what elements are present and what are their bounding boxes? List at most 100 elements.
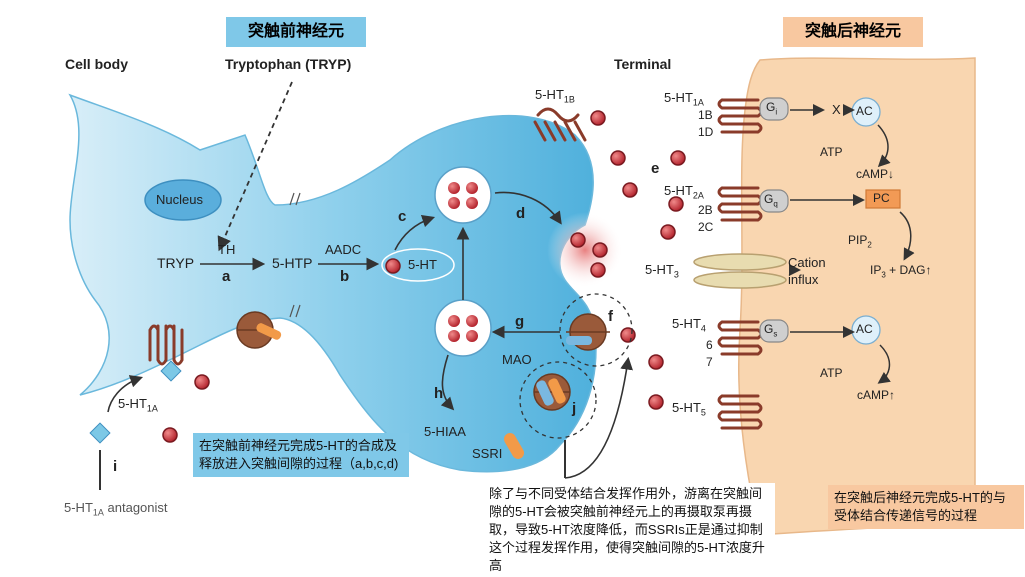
serotonin-molecule [466, 182, 478, 194]
transporter-terminal [566, 313, 610, 351]
receptor-7-label: 7 [706, 355, 713, 369]
receptor-5ht4-label: 5-HT4 [672, 316, 706, 334]
step-c: c [398, 208, 407, 225]
step-i: i [113, 458, 118, 475]
autoreceptor-1a [148, 324, 184, 366]
x-label: X [832, 102, 841, 117]
transporter-cellbody [236, 311, 282, 349]
agonist-diamond [160, 360, 182, 382]
receptor-1b-label: 1B [698, 108, 713, 122]
serotonin-molecule [466, 197, 478, 209]
nucleus-label: Nucleus [156, 192, 203, 207]
step-b: b [340, 268, 350, 285]
presynaptic-neuron [68, 93, 597, 473]
camp-down-label: cAMP↓ [856, 167, 895, 181]
serotonin-molecule [466, 330, 478, 342]
serotonin-molecule [590, 262, 606, 278]
serotonin-molecule [648, 354, 664, 370]
serotonin-molecule [668, 196, 684, 212]
tryp-label: TRYP [157, 255, 195, 271]
tryp-transport [217, 81, 293, 252]
receptor-2c-label: 2C [698, 220, 714, 234]
serotonin-molecule [620, 327, 636, 343]
pc-box [865, 189, 901, 209]
postsynaptic-note: 在突触后神经元完成5-HT的与受体结合传递信号的过程 [828, 485, 1024, 529]
nucleus [144, 179, 222, 221]
autoreceptor-1b-label: 5-HT1B [535, 87, 575, 105]
serotonin-molecule [610, 150, 626, 166]
receptor-5ht3-label: 5-HT3 [645, 262, 679, 280]
step-a: a [222, 268, 231, 285]
ac-label-1: AC [856, 104, 873, 118]
receptor-2b-label: 2B [698, 203, 713, 217]
serotonin-molecule [448, 197, 460, 209]
step-f: f [608, 308, 613, 325]
ion-channel-5ht3 [693, 253, 787, 271]
cell-body-header: Cell body [65, 56, 129, 72]
reuptake-note: 除了与不同受体结合发挥作用外，游离在突触间隙的5-HT会被突触前神经元上的再摄取… [485, 483, 775, 577]
ion-channel-5ht3-b [693, 271, 787, 289]
mao-label: MAO [502, 352, 532, 367]
ssri-pill [504, 433, 524, 459]
postsynaptic-title: 突触后神经元 [783, 17, 923, 47]
terminal-header: Terminal [614, 56, 672, 72]
hiaa-label: 5-HIAA [424, 424, 466, 439]
serotonin-molecule [670, 150, 686, 166]
vesicles [434, 166, 492, 357]
axon-break-top [289, 192, 301, 206]
serotonin-molecule [570, 232, 586, 248]
influx-label: influx [788, 272, 819, 287]
release-glow [547, 212, 623, 288]
serotonin-molecule [466, 315, 478, 327]
step-d: d [516, 205, 526, 222]
autoreceptor-1a-label: 5-HT1A [118, 396, 158, 414]
serotonin-molecule [448, 330, 460, 342]
presynaptic-note: 在突触前神经元完成5-HT的合成及释放进入突触间隙的过程（a,b,c,d) [193, 433, 409, 477]
presynaptic-title: 突触前神经元 [226, 17, 366, 47]
antagonist-diamond [89, 422, 111, 444]
receptor-5ht1-label: 5-HT1A [664, 90, 704, 108]
serotonin-molecules [162, 110, 686, 443]
step-g: g [515, 313, 525, 330]
serotonin-molecule [448, 315, 460, 327]
step-j: j [572, 400, 577, 417]
vesicle [434, 166, 492, 224]
gs-label: Gs [764, 322, 778, 339]
receptor-5ht2-label: 5-HT2A [664, 183, 704, 201]
receptor-6-label: 6 [706, 338, 713, 352]
axon-break-bottom [289, 304, 301, 318]
dashed-circle-j [519, 361, 597, 439]
antagonist-label: 5-HT1A antagonist [64, 500, 168, 518]
pip2-label: PIP2 [848, 233, 872, 250]
pc-label: PC [873, 191, 890, 205]
gi-label: Gi [766, 100, 778, 117]
th-label: TH [218, 242, 236, 257]
ac-label-2: AC [856, 322, 873, 336]
autoreceptor-1b [533, 107, 587, 142]
serotonin-molecule [448, 182, 460, 194]
ssri-label: SSRI [472, 446, 503, 461]
ht-label: 5-HT [408, 257, 437, 272]
receptor-5ht5-label: 5-HT5 [672, 400, 706, 418]
serotonin-molecule [590, 110, 606, 126]
pathway-arrows [107, 191, 633, 479]
serotonin-molecule [592, 242, 608, 258]
serotonin-molecule [622, 182, 638, 198]
dashed-circle-f [559, 293, 633, 367]
ip3-label: IP3 + DAG↑ [870, 263, 932, 280]
postsynaptic-neuron [737, 57, 976, 536]
tryptophan-header: Tryptophan (TRYP) [225, 56, 352, 72]
gq-label: Gq [764, 192, 778, 209]
serotonin-molecule [162, 427, 178, 443]
aadc-label: AADC [325, 242, 362, 257]
transporter-blocked [533, 373, 571, 411]
vesicle [434, 299, 492, 357]
serotonin-molecule [385, 258, 401, 274]
atp-label-2: ATP [820, 366, 843, 380]
post-receptors [717, 98, 763, 430]
htp-label: 5-HTP [272, 255, 313, 271]
atp-label-1: ATP [820, 145, 843, 159]
g-proteins [759, 97, 789, 343]
serotonin-molecule [660, 224, 676, 240]
